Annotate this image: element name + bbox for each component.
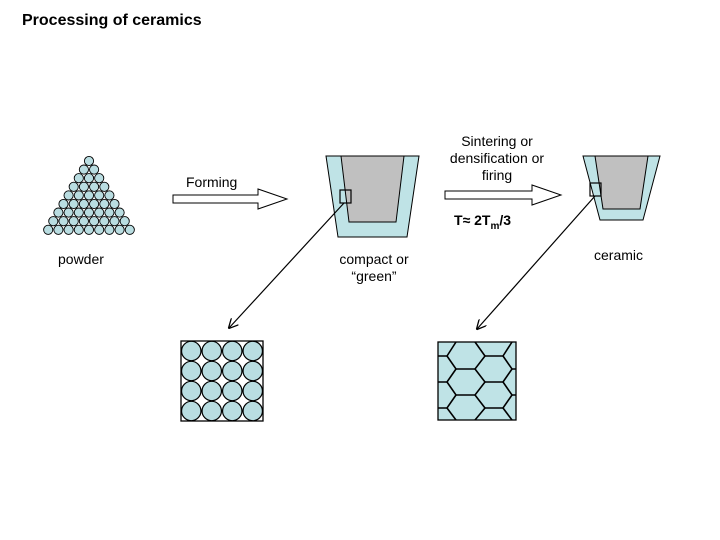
powder-particle	[73, 224, 84, 235]
sintering-arrow	[444, 184, 563, 206]
powder-particle	[124, 224, 135, 235]
powder-particle	[78, 216, 89, 227]
powder-particle	[63, 224, 74, 235]
green-microstructure	[180, 340, 264, 422]
powder-particle	[104, 224, 115, 235]
powder-particle	[89, 164, 100, 175]
powder-particle	[83, 224, 95, 235]
green-particle	[201, 340, 223, 362]
powder-particle	[99, 216, 110, 227]
sintering-label: Sintering or densification or firing	[437, 133, 557, 184]
powder-particle	[89, 198, 100, 210]
temp-approx: ≈ 2T	[462, 212, 491, 228]
ceramic-mold	[582, 155, 661, 221]
powder-particle	[83, 173, 95, 184]
powder-particle	[83, 155, 95, 167]
green-particle	[180, 360, 202, 382]
green-particle	[180, 380, 202, 402]
green-zoom-arrow	[229, 202, 345, 328]
powder-particle	[48, 216, 59, 227]
green-particle	[201, 400, 223, 422]
powder-particle	[104, 190, 115, 201]
powder-particle	[68, 181, 79, 192]
green-particle	[180, 400, 202, 422]
green-particle	[221, 340, 243, 362]
green-particle	[242, 400, 264, 422]
powder-particle	[109, 216, 120, 227]
powder-label: powder	[58, 251, 104, 267]
powder-particle	[73, 190, 84, 201]
powder-particle	[83, 190, 95, 201]
green-particle	[201, 380, 223, 402]
powder-pyramid	[43, 155, 135, 235]
powder-particle	[89, 181, 100, 192]
powder-particle	[114, 224, 125, 235]
green-particle	[221, 400, 243, 422]
ceramic-microstructure	[437, 341, 517, 421]
powder-particle	[68, 216, 79, 227]
sintering-label-line3: firing	[481, 167, 513, 183]
powder-particle	[104, 207, 115, 218]
powder-particle	[94, 224, 105, 235]
temp-prefix: T	[454, 212, 463, 228]
powder-particle	[53, 224, 64, 235]
green-zoom-box	[339, 189, 352, 204]
powder-particle	[58, 198, 69, 210]
green-compact-mold	[325, 155, 420, 238]
powder-particle	[114, 207, 125, 218]
green-particle	[221, 360, 243, 382]
green-particle	[242, 380, 264, 402]
sintering-label-line1: Sintering or	[461, 133, 533, 149]
powder-particle	[73, 173, 84, 184]
compact-label-line2: “green”	[351, 268, 397, 284]
powder-particle	[99, 181, 110, 192]
green-particle	[242, 340, 264, 362]
ceramic-zoom-box	[589, 182, 602, 197]
powder-particle	[58, 216, 69, 227]
forming-label: Forming	[186, 174, 238, 190]
powder-particle	[43, 224, 54, 235]
temp-suffix: /3	[499, 212, 512, 228]
sintering-label-line2: densification or	[449, 150, 545, 166]
ceramic-zoom-arrow	[477, 195, 596, 329]
powder-particle	[89, 216, 100, 227]
powder-particle	[78, 164, 89, 175]
green-particle	[221, 380, 243, 402]
powder-particle	[83, 207, 95, 218]
powder-particle	[94, 173, 105, 184]
powder-particle	[63, 207, 74, 218]
ceramic-label: ceramic	[594, 247, 644, 263]
powder-particle	[78, 198, 89, 210]
powder-particle	[78, 181, 89, 192]
powder-particle	[94, 207, 105, 218]
compact-label-line1: compact or	[339, 251, 409, 267]
sintering-temperature: T≈ 2Tm/3	[454, 212, 512, 232]
temp-subscript: m	[490, 220, 500, 232]
powder-particle	[63, 190, 74, 201]
powder-particle	[73, 207, 84, 218]
green-particle	[201, 360, 223, 382]
green-particle	[242, 360, 264, 382]
green-particle	[180, 340, 202, 362]
compact-label: compact or “green”	[326, 251, 422, 285]
powder-particle	[68, 198, 79, 210]
powder-particle	[99, 198, 110, 210]
page-title: Processing of ceramics	[22, 12, 202, 29]
powder-particle	[94, 190, 105, 201]
powder-particle	[53, 207, 64, 218]
powder-particle	[109, 198, 120, 210]
forming-arrow	[172, 188, 289, 210]
powder-particle	[119, 216, 130, 227]
